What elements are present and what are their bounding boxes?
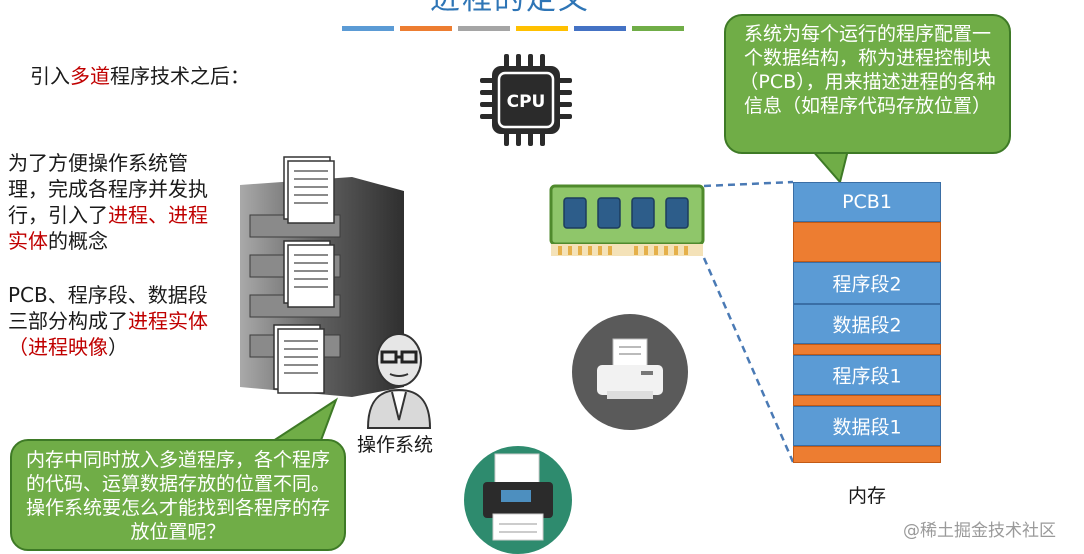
memory-segment: 程序段1 — [793, 355, 941, 395]
memory-segment: PCB1 — [793, 182, 941, 222]
server-icon — [240, 156, 404, 397]
pcb-explanation-bubble: 系统为每个运行的程序配置一个数据结构，称为进程控制块（PCB），用来描述进程的各… — [724, 14, 1011, 154]
watermark: @稀土掘金技术社区 — [903, 521, 1056, 541]
memory-free-gap — [793, 446, 941, 463]
intro-highlight: 多道 — [70, 64, 110, 88]
memory-segment-label: PCB1 — [842, 191, 892, 213]
memory-segment-label: 程序段1 — [832, 365, 902, 388]
memory-segment: 数据段2 — [793, 304, 941, 344]
paragraph-entity-text: PCB、程序段、数据段三部分构成了 — [8, 283, 208, 333]
memory-caption: 内存 — [848, 485, 887, 507]
title-color-bar — [342, 26, 394, 31]
memory-free-gap — [793, 344, 941, 355]
paragraph-concept-text: 为了方便操作系统管理，完成各程序并发执行，引入了 — [8, 151, 208, 227]
printer-icon — [464, 446, 572, 554]
paragraph-concept-highlight: 进程、进程实体 — [8, 203, 208, 253]
printer-icon — [572, 314, 688, 430]
question-bubble: 内存中同时放入多道程序，各个程序的代码、运算数据存放的位置不同。操作系统要怎么才… — [10, 439, 346, 551]
title-color-bar — [632, 26, 684, 31]
intro-text: 引入多道程序技术之后： — [30, 60, 250, 89]
paragraph-concept-suffix: 的概念 — [48, 229, 108, 253]
memory-segment-label: 数据段2 — [832, 314, 902, 337]
paragraph-entity-suffix: ） — [108, 335, 128, 359]
paragraph-entity-highlight: 进程实体（进程映像 — [8, 309, 208, 359]
paragraph-concept: 为了方便操作系统管理，完成各程序并发执行，引入了进程、进程实体的概念 — [8, 150, 213, 254]
memory-segment: 数据段1 — [793, 406, 941, 446]
intro-suffix: 程序技术之后： — [110, 64, 250, 88]
memory-segment-label: 程序段2 — [832, 273, 902, 296]
title-color-bar — [516, 26, 568, 31]
cpu-chip-icon: CPU — [480, 54, 572, 146]
title-color-bar — [458, 26, 510, 31]
ram-module-icon — [549, 184, 705, 256]
cpu-label: CPU — [507, 92, 546, 112]
paragraph-process-entity: PCB、程序段、数据段三部分构成了进程实体（进程映像） — [8, 282, 213, 360]
memory-segment: 程序段2 — [793, 262, 941, 304]
title-color-bar — [574, 26, 626, 31]
slide-title: 进程的定义 — [430, 0, 590, 18]
operating-system-person-icon — [366, 333, 432, 429]
title-color-bar — [400, 26, 452, 31]
memory-free-gap — [793, 222, 941, 262]
memory-free-gap — [793, 395, 941, 406]
title-color-bars — [342, 26, 684, 32]
intro-prefix: 引入 — [30, 64, 70, 88]
memory-segment-label: 数据段1 — [832, 416, 902, 439]
memory-stack: PCB1 程序段2 数据段2 程序段1 数据段1 — [793, 182, 941, 463]
os-caption: 操作系统 — [357, 434, 434, 456]
